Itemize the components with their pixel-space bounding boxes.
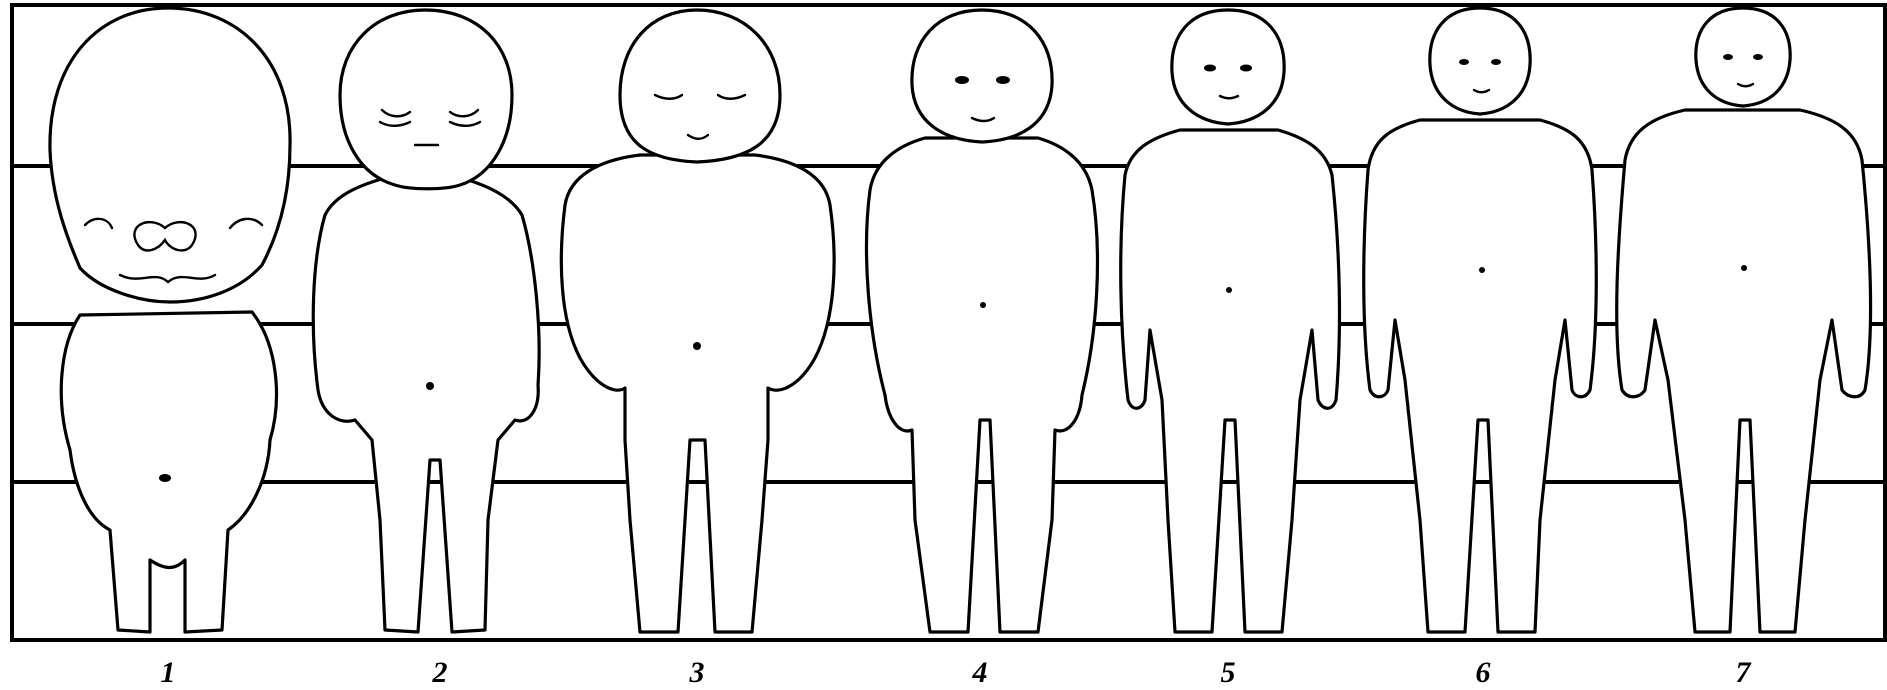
figure-6-body <box>1364 120 1597 632</box>
figure-label-5: 5 <box>1221 656 1236 689</box>
figure-5-body <box>1121 130 1340 632</box>
figure-label-3: 3 <box>689 656 705 689</box>
figure-6-navel <box>1479 267 1485 273</box>
figure-2-navel <box>426 382 434 390</box>
figure-1 <box>50 8 290 632</box>
figure-3 <box>561 10 834 632</box>
figure-4 <box>866 10 1097 632</box>
figure-7-navel <box>1741 265 1747 271</box>
figure-4-navel <box>980 302 986 308</box>
figure-7-eye-left <box>1723 54 1733 60</box>
figure-3-body <box>561 155 834 632</box>
figure-4-body <box>866 138 1097 632</box>
figure-label-4: 4 <box>972 656 988 689</box>
figure-7 <box>1617 8 1871 632</box>
figure-6-eye-left <box>1459 59 1469 65</box>
figure-6-head <box>1430 8 1530 114</box>
figure-4-eye-right <box>996 76 1010 84</box>
figure-5-head <box>1172 10 1284 124</box>
figure-2-body <box>313 178 539 632</box>
figure-2-head <box>340 10 512 189</box>
figure-6-eye-right <box>1491 59 1501 65</box>
figure-7-head <box>1696 8 1790 106</box>
figure-label-7: 7 <box>1736 656 1752 689</box>
figure-3-navel <box>693 342 701 350</box>
figure-5-navel <box>1226 287 1232 293</box>
figure-label-2: 2 <box>432 656 448 689</box>
figure-5 <box>1121 10 1340 632</box>
figure-2 <box>313 10 539 632</box>
figure-6 <box>1364 8 1597 632</box>
figure-5-eye-right <box>1240 65 1252 72</box>
figure-label-6: 6 <box>1476 656 1491 689</box>
figure-1-body <box>61 312 276 632</box>
figure-label-1: 1 <box>161 656 176 689</box>
figure-4-eye-left <box>955 76 969 84</box>
figure-1-head <box>50 8 290 302</box>
figure-7-body <box>1617 110 1871 632</box>
figure-5-eye-left <box>1204 65 1216 72</box>
figure-7-eye-right <box>1753 54 1763 60</box>
figure-1-navel <box>159 474 171 482</box>
